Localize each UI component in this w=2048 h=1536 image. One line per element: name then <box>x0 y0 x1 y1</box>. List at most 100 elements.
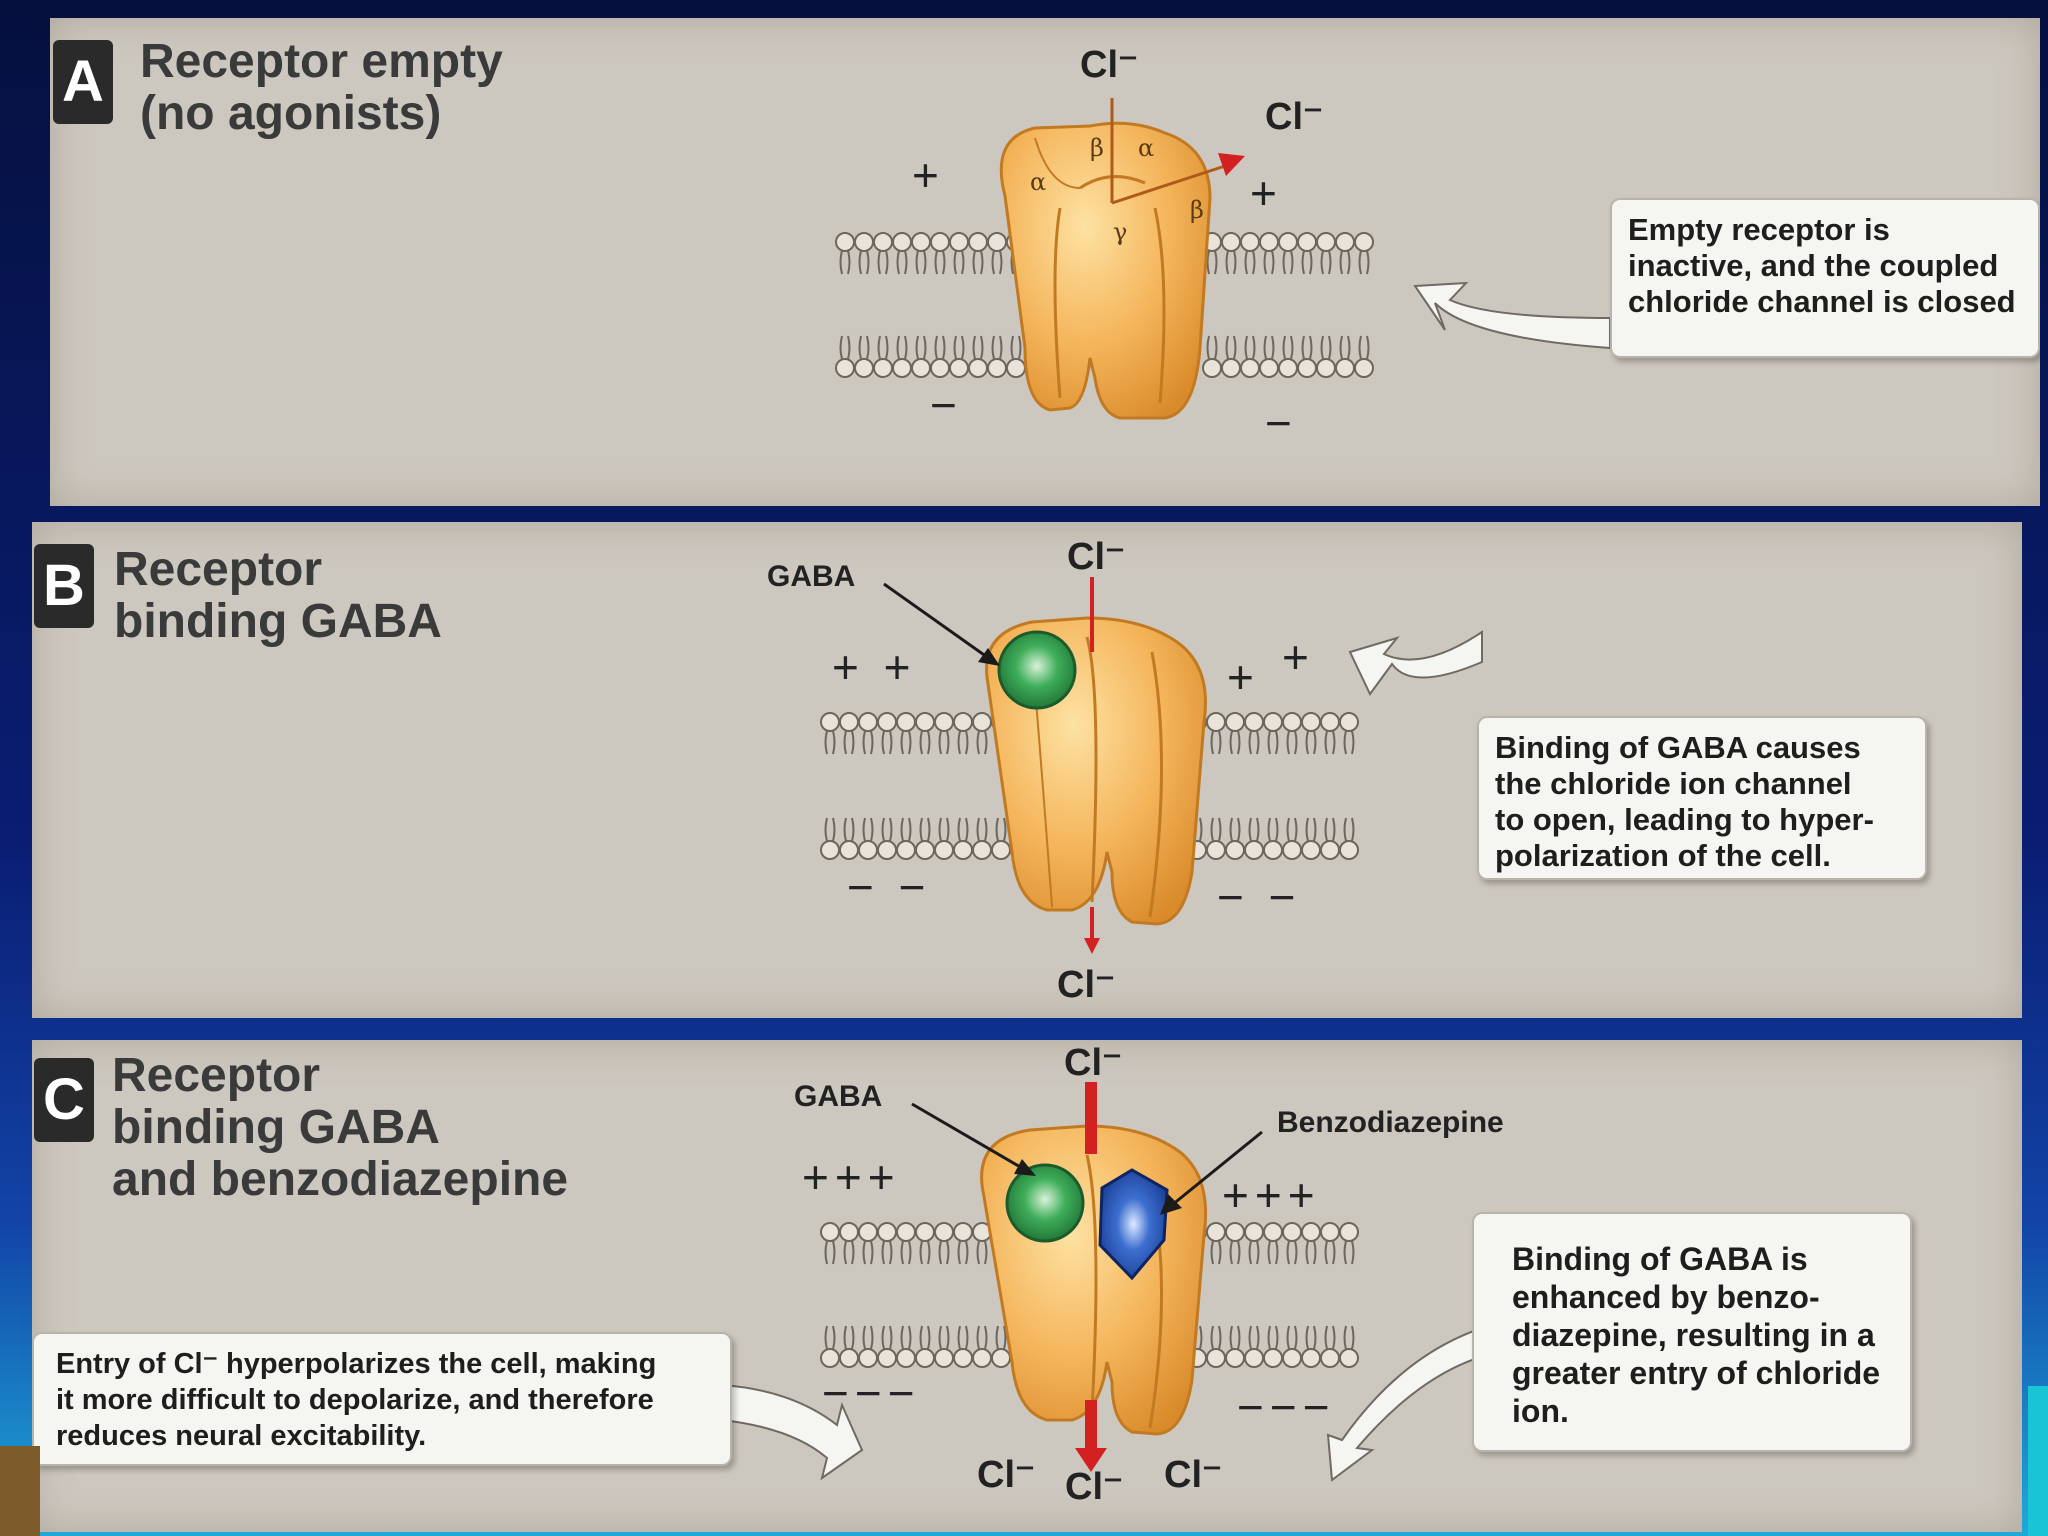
chloride-entry-arrow-c <box>1085 1082 1097 1154</box>
lipid-head-top <box>972 712 992 755</box>
lipid-head-top <box>877 712 897 755</box>
lipid-head-bottom <box>854 335 874 378</box>
lipid-head-bottom <box>896 1325 916 1368</box>
subunit-alpha-1: α <box>1138 134 1154 162</box>
panel-title-c: Receptor binding GABA and benzodiazepine <box>112 1050 568 1206</box>
lipid-head-bottom <box>1278 335 1298 378</box>
chloride-label-bottom-right-c: Cl⁻ <box>1164 1454 1223 1496</box>
panel-title-b: Receptor binding GABA <box>114 544 442 648</box>
lipid-head-top <box>1240 232 1260 275</box>
title-line: and benzodiazepine <box>112 1153 569 1206</box>
callout-line: polarization of the cell. <box>1495 838 1831 873</box>
lipid-head-top <box>1320 712 1340 755</box>
subunit-beta-2: β <box>1190 196 1204 224</box>
lipid-head-bottom <box>953 817 973 860</box>
lipid-head-top <box>1320 1222 1340 1265</box>
lipid-head-bottom <box>1282 817 1302 860</box>
gaba-molecule-b <box>997 630 1077 710</box>
charge-bottom-left-c: −−− <box>822 1367 921 1419</box>
lipid-head-top <box>1221 232 1241 275</box>
decorative-corner-left <box>0 1446 40 1536</box>
lipid-head-top <box>858 1222 878 1265</box>
lipid-head-bottom <box>1297 335 1317 378</box>
lipid-head-bottom <box>934 1325 954 1368</box>
membrane-right-b <box>1187 712 1359 860</box>
chloride-label-bottom-mid-c: Cl⁻ <box>1065 1466 1124 1508</box>
lipid-head-top <box>820 712 840 755</box>
lipid-head-top <box>1335 232 1355 275</box>
lipid-head-bottom <box>968 335 988 378</box>
lipid-head-top <box>1225 712 1245 755</box>
lipid-head-bottom <box>1316 335 1336 378</box>
receptor-diagram-b <box>820 577 1483 954</box>
lipid-head-bottom <box>896 817 916 860</box>
chloride-label-top-a: Cl⁻ <box>1080 44 1139 86</box>
panel-badge-c: C <box>34 1058 94 1142</box>
lipid-head-top <box>896 1222 916 1265</box>
title-line: (no agonists) <box>140 87 442 140</box>
callout-right-c: Binding of GABA is enhanced by benzo- di… <box>1472 1212 1912 1452</box>
lipid-head-bottom <box>949 335 969 378</box>
panel-badge-a: A <box>53 40 113 124</box>
lipid-head-top <box>854 232 874 275</box>
lipid-head-bottom <box>1202 335 1222 378</box>
lipid-head-top <box>896 712 916 755</box>
lipid-head-top <box>1206 712 1226 755</box>
lipid-head-bottom <box>835 335 855 378</box>
chloride-label-side-a: Cl⁻ <box>1265 96 1324 138</box>
callout-line: greater entry of chloride <box>1512 1355 1881 1391</box>
benzodiazepine-label-c: Benzodiazepine <box>1277 1106 1504 1139</box>
lipid-head-top <box>1282 1222 1302 1265</box>
lipid-head-top <box>953 1222 973 1265</box>
callout-line: inactive, and the coupled <box>1628 248 1999 283</box>
lipid-head-bottom <box>1335 335 1355 378</box>
title-line: binding GABA <box>114 595 442 648</box>
lipid-head-bottom <box>972 817 992 860</box>
lipid-head-top <box>1339 1222 1359 1265</box>
lipid-head-bottom <box>873 335 893 378</box>
lipid-head-bottom <box>820 817 840 860</box>
lipid-head-top <box>839 1222 859 1265</box>
lipid-head-bottom <box>1301 1325 1321 1368</box>
receptor-diagram-c <box>721 1082 1513 1482</box>
lipid-head-bottom <box>1282 1325 1302 1368</box>
lipid-head-bottom <box>1259 335 1279 378</box>
lipid-head-bottom <box>1320 1325 1340 1368</box>
charge-top-left-a: + <box>912 149 945 201</box>
lipid-head-bottom <box>839 817 859 860</box>
callout-line: Empty receptor is <box>1628 212 1890 247</box>
charge-top-right-2-b: + <box>1282 631 1315 683</box>
lipid-head-top <box>953 712 973 755</box>
charge-bottom-left-a: − <box>930 379 963 431</box>
subunit-gamma: γ <box>1113 218 1127 246</box>
charge-bottom-left-b: − − <box>847 861 932 913</box>
callout-left-c: Entry of Cl⁻ hyperpolarizes the cell, ma… <box>32 1332 732 1466</box>
charge-bottom-right-a: − <box>1265 397 1298 449</box>
lipid-head-bottom <box>858 1325 878 1368</box>
benzodiazepine-molecule-c <box>1098 1168 1169 1281</box>
lipid-head-bottom <box>934 817 954 860</box>
lipid-head-bottom <box>1244 817 1264 860</box>
callout-line: ion. <box>1512 1393 1569 1429</box>
callout-pointer-a <box>1413 281 1611 350</box>
charge-top-left-c: +++ <box>802 1151 901 1203</box>
lipid-head-bottom <box>1240 335 1260 378</box>
lipid-head-bottom <box>911 335 931 378</box>
lipid-head-bottom <box>1339 817 1359 860</box>
lipid-head-top <box>1278 232 1298 275</box>
lipid-head-bottom <box>877 1325 897 1368</box>
gaba-label-b: GABA <box>767 560 856 593</box>
callout-pointer-right-c <box>1326 1318 1513 1482</box>
panel-title-a: Receptor empty (no agonists) <box>140 36 503 140</box>
chloride-label-bottom-b: Cl⁻ <box>1057 964 1116 1006</box>
panel-a-receptor-empty: β α α γ β A Receptor empty (no agonists)… <box>50 18 2040 506</box>
lipid-head-top <box>1244 712 1264 755</box>
panel-badge-b: B <box>34 544 94 628</box>
title-line: Receptor empty <box>140 35 503 88</box>
lipid-head-top <box>1263 1222 1283 1265</box>
gaba-label-c: GABA <box>794 1080 883 1113</box>
chloride-exit-arrow-c <box>1075 1400 1107 1472</box>
lipid-head-bottom <box>858 817 878 860</box>
lipid-head-top <box>934 712 954 755</box>
membrane-right-c <box>1187 1222 1359 1368</box>
